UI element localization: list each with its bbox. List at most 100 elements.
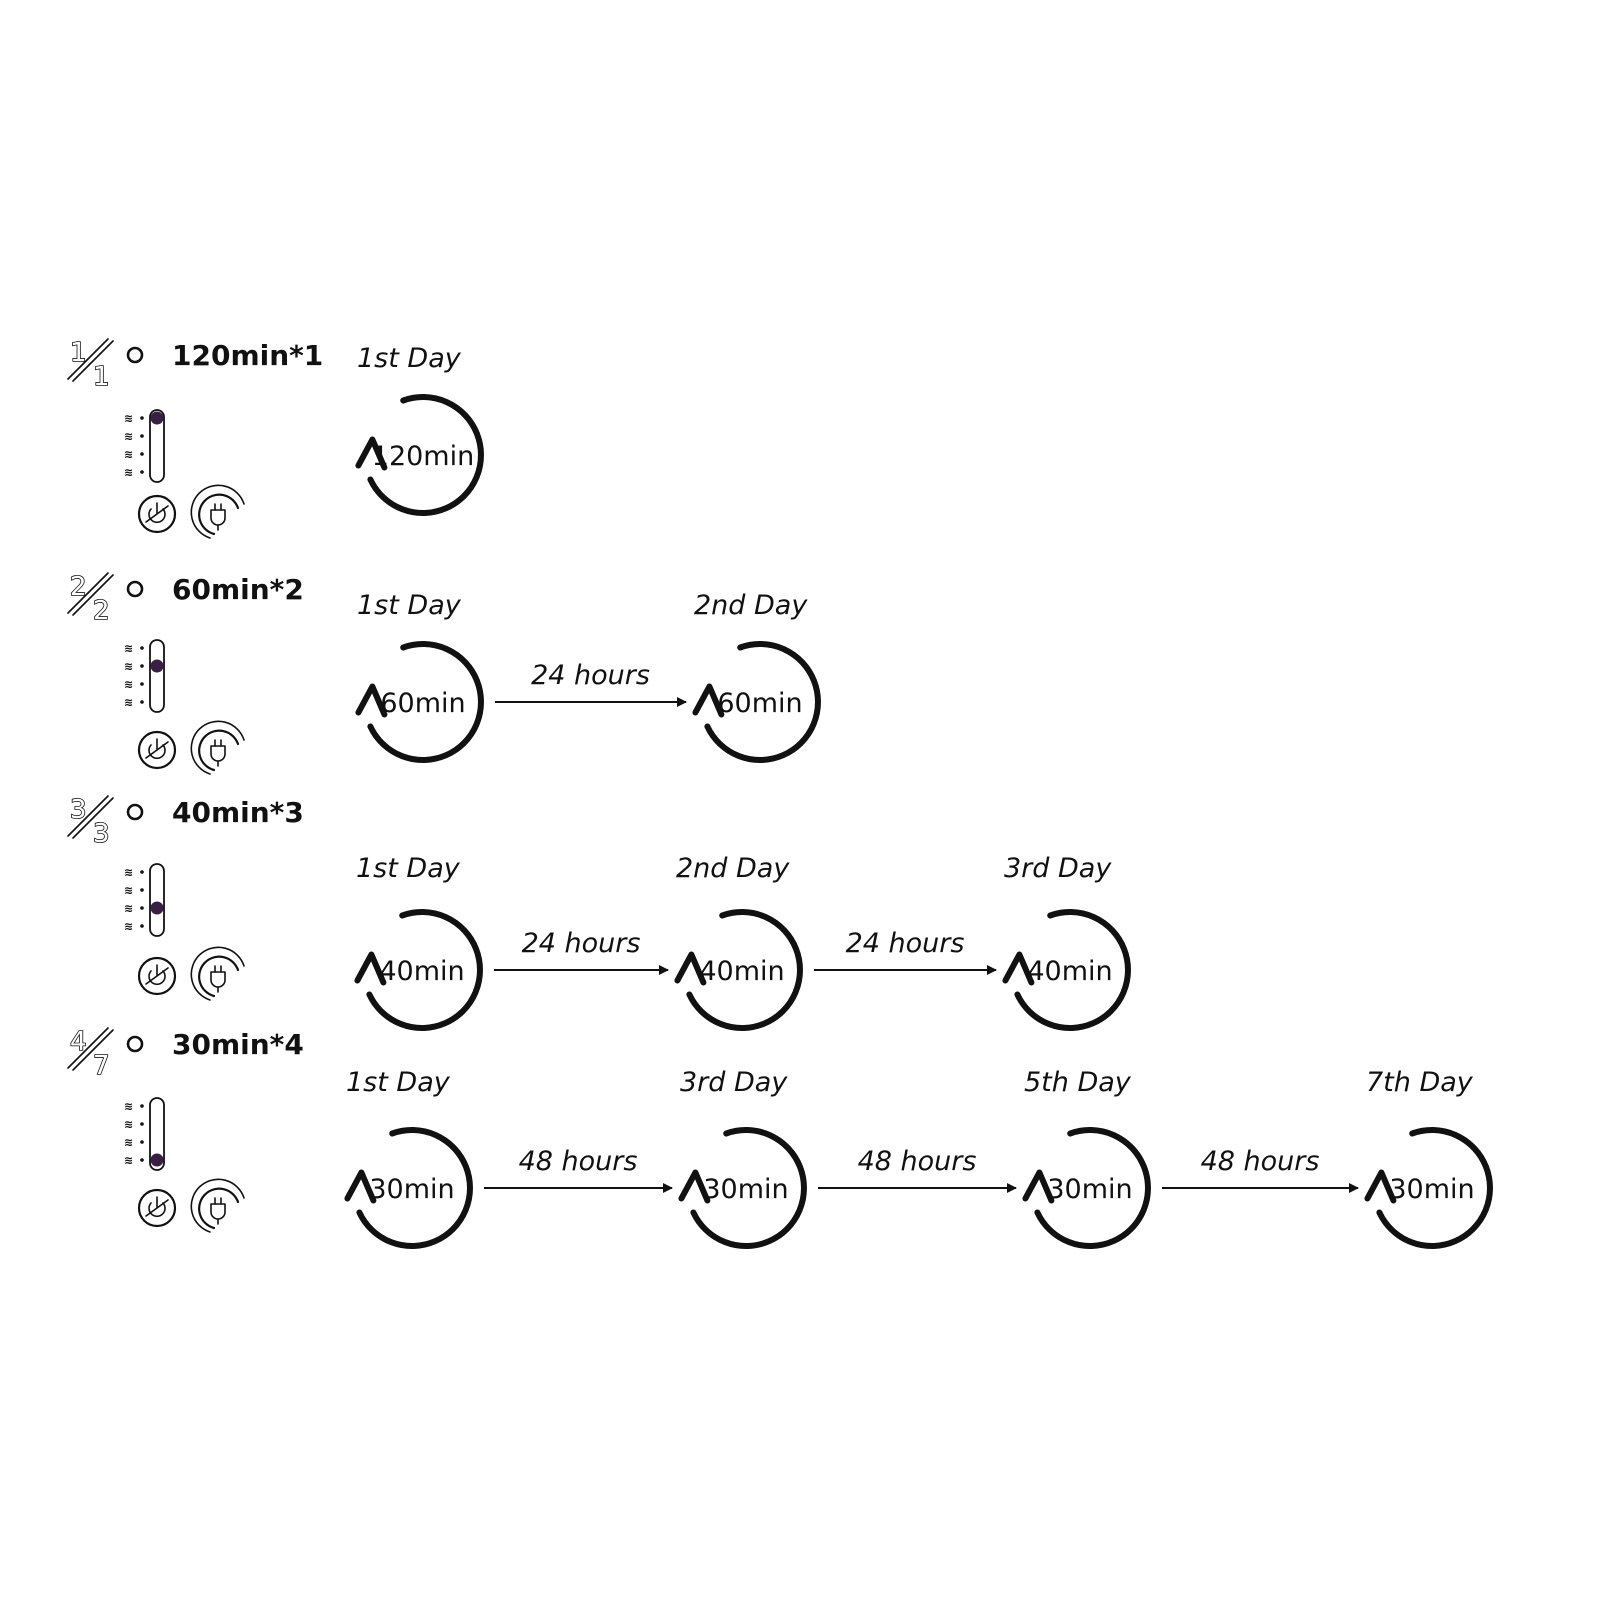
day-label: 1st Day <box>346 1067 451 1098</box>
interval-label: 24 hours <box>846 928 965 959</box>
cycle-arrowhead <box>1022 1169 1055 1204</box>
fraction-denominator: 2 <box>93 596 110 626</box>
interval: 24 hours <box>814 928 997 975</box>
interval: 24 hours <box>494 928 669 975</box>
fan-speed-icon: ≋ <box>124 642 133 655</box>
day-label: 1st Day <box>357 590 462 621</box>
duration-label: 120min <box>372 441 474 472</box>
plug-signal-icon <box>190 484 245 539</box>
fraction-numerator: 4 <box>70 1027 87 1057</box>
day-label: 1st Day <box>356 853 461 884</box>
ring-dot-icon <box>126 803 144 821</box>
speed-tick <box>140 924 144 928</box>
fraction-numerator: 1 <box>70 338 87 368</box>
interval: 48 hours <box>484 1146 673 1193</box>
slider-track <box>149 863 165 937</box>
fraction-numerator: 2 <box>70 572 87 602</box>
duration-label: 40min <box>379 956 464 987</box>
ring-dot-icon <box>126 580 144 598</box>
mode-label: 120min*1 <box>172 339 323 372</box>
fan-speed-icon: ≋ <box>124 660 133 673</box>
interval-label: 48 hours <box>1201 1146 1320 1177</box>
fraction-numerator: 3 <box>70 795 87 825</box>
speed-slider: ≋≋≋≋ <box>124 863 165 937</box>
interval: 48 hours <box>818 1146 1017 1193</box>
duration-label: 40min <box>699 956 784 987</box>
slider-knob <box>150 659 164 673</box>
fan-speed-icon: ≋ <box>124 1136 133 1149</box>
duration-label: 30min <box>1389 1174 1474 1205</box>
day-label: 3rd Day <box>680 1067 788 1098</box>
interval-label: 48 hours <box>858 1146 977 1177</box>
fraction-slash <box>67 1027 109 1069</box>
session: 1st Day 60min <box>355 590 484 763</box>
fan-speed-icon: ≋ <box>124 696 133 709</box>
day-label: 7th Day <box>1366 1067 1474 1098</box>
slider-knob <box>150 1153 164 1167</box>
speed-tick <box>140 870 144 874</box>
circular-arrow-icon <box>686 909 803 1031</box>
speed-tick <box>140 646 144 650</box>
session: 1st Day 40min <box>354 853 483 1031</box>
slider-knob <box>150 411 164 425</box>
fan-speed-icon: ≋ <box>124 1100 133 1113</box>
day-label: 3rd Day <box>1004 853 1112 884</box>
cycle-arrowhead <box>692 683 725 718</box>
session: 3rd Day 40min <box>1002 853 1131 1031</box>
slider-track <box>149 639 165 713</box>
ring-dot-icon <box>126 346 144 364</box>
interval: 24 hours <box>495 660 687 707</box>
duration-label: 60min <box>380 688 465 719</box>
speed-tick <box>140 470 144 474</box>
plug-signal-icon <box>190 720 245 775</box>
circular-arrow-icon <box>367 641 484 763</box>
cycle-arrowhead <box>354 951 387 986</box>
day-label: 5th Day <box>1024 1067 1132 1098</box>
mode-label: 40min*3 <box>172 796 304 829</box>
fraction-slash <box>72 574 114 616</box>
fraction-denominator: 1 <box>93 362 110 392</box>
cycle-arrowhead <box>355 683 388 718</box>
speed-tick <box>140 452 144 456</box>
interval-label: 24 hours <box>522 928 641 959</box>
speed-tick <box>140 700 144 704</box>
interval: 48 hours <box>1162 1146 1359 1193</box>
day-label: 2nd Day <box>676 853 790 884</box>
speed-slider: ≋≋≋≋ <box>124 409 165 483</box>
slider-knob <box>150 901 164 915</box>
fan-speed-icon: ≋ <box>124 466 133 479</box>
fraction-denominator: 3 <box>93 819 110 849</box>
speed-tick <box>140 1104 144 1108</box>
speed-tick <box>140 664 144 668</box>
fraction-slash <box>72 797 114 839</box>
duration-label: 40min <box>1027 956 1112 987</box>
fan-speed-icon: ≋ <box>124 678 133 691</box>
fraction-slash <box>72 1029 114 1071</box>
fraction-slash <box>72 340 114 382</box>
speed-tick <box>140 1158 144 1162</box>
duration-label: 60min <box>717 688 802 719</box>
mode-fraction: 47 <box>67 1026 114 1082</box>
ring-dot-icon <box>126 1035 144 1053</box>
session: 1st Day 30min <box>344 1067 473 1249</box>
mode-fraction: 22 <box>67 571 114 627</box>
mode-fraction: 11 <box>67 337 114 393</box>
fan-speed-icon: ≋ <box>124 902 133 915</box>
circular-arrow-icon <box>1034 1127 1151 1249</box>
duration-label: 30min <box>369 1174 454 1205</box>
mode-label: 30min*4 <box>172 1028 304 1061</box>
speed-tick <box>140 1122 144 1126</box>
cycle-arrowhead <box>344 1169 377 1204</box>
circular-arrow-icon <box>690 1127 807 1249</box>
circular-arrow-icon <box>366 909 483 1031</box>
fraction-denominator: 7 <box>93 1051 110 1081</box>
cycle-arrowhead <box>1364 1169 1397 1204</box>
fan-speed-icon: ≋ <box>124 412 133 425</box>
circular-arrow-icon <box>356 1127 473 1249</box>
